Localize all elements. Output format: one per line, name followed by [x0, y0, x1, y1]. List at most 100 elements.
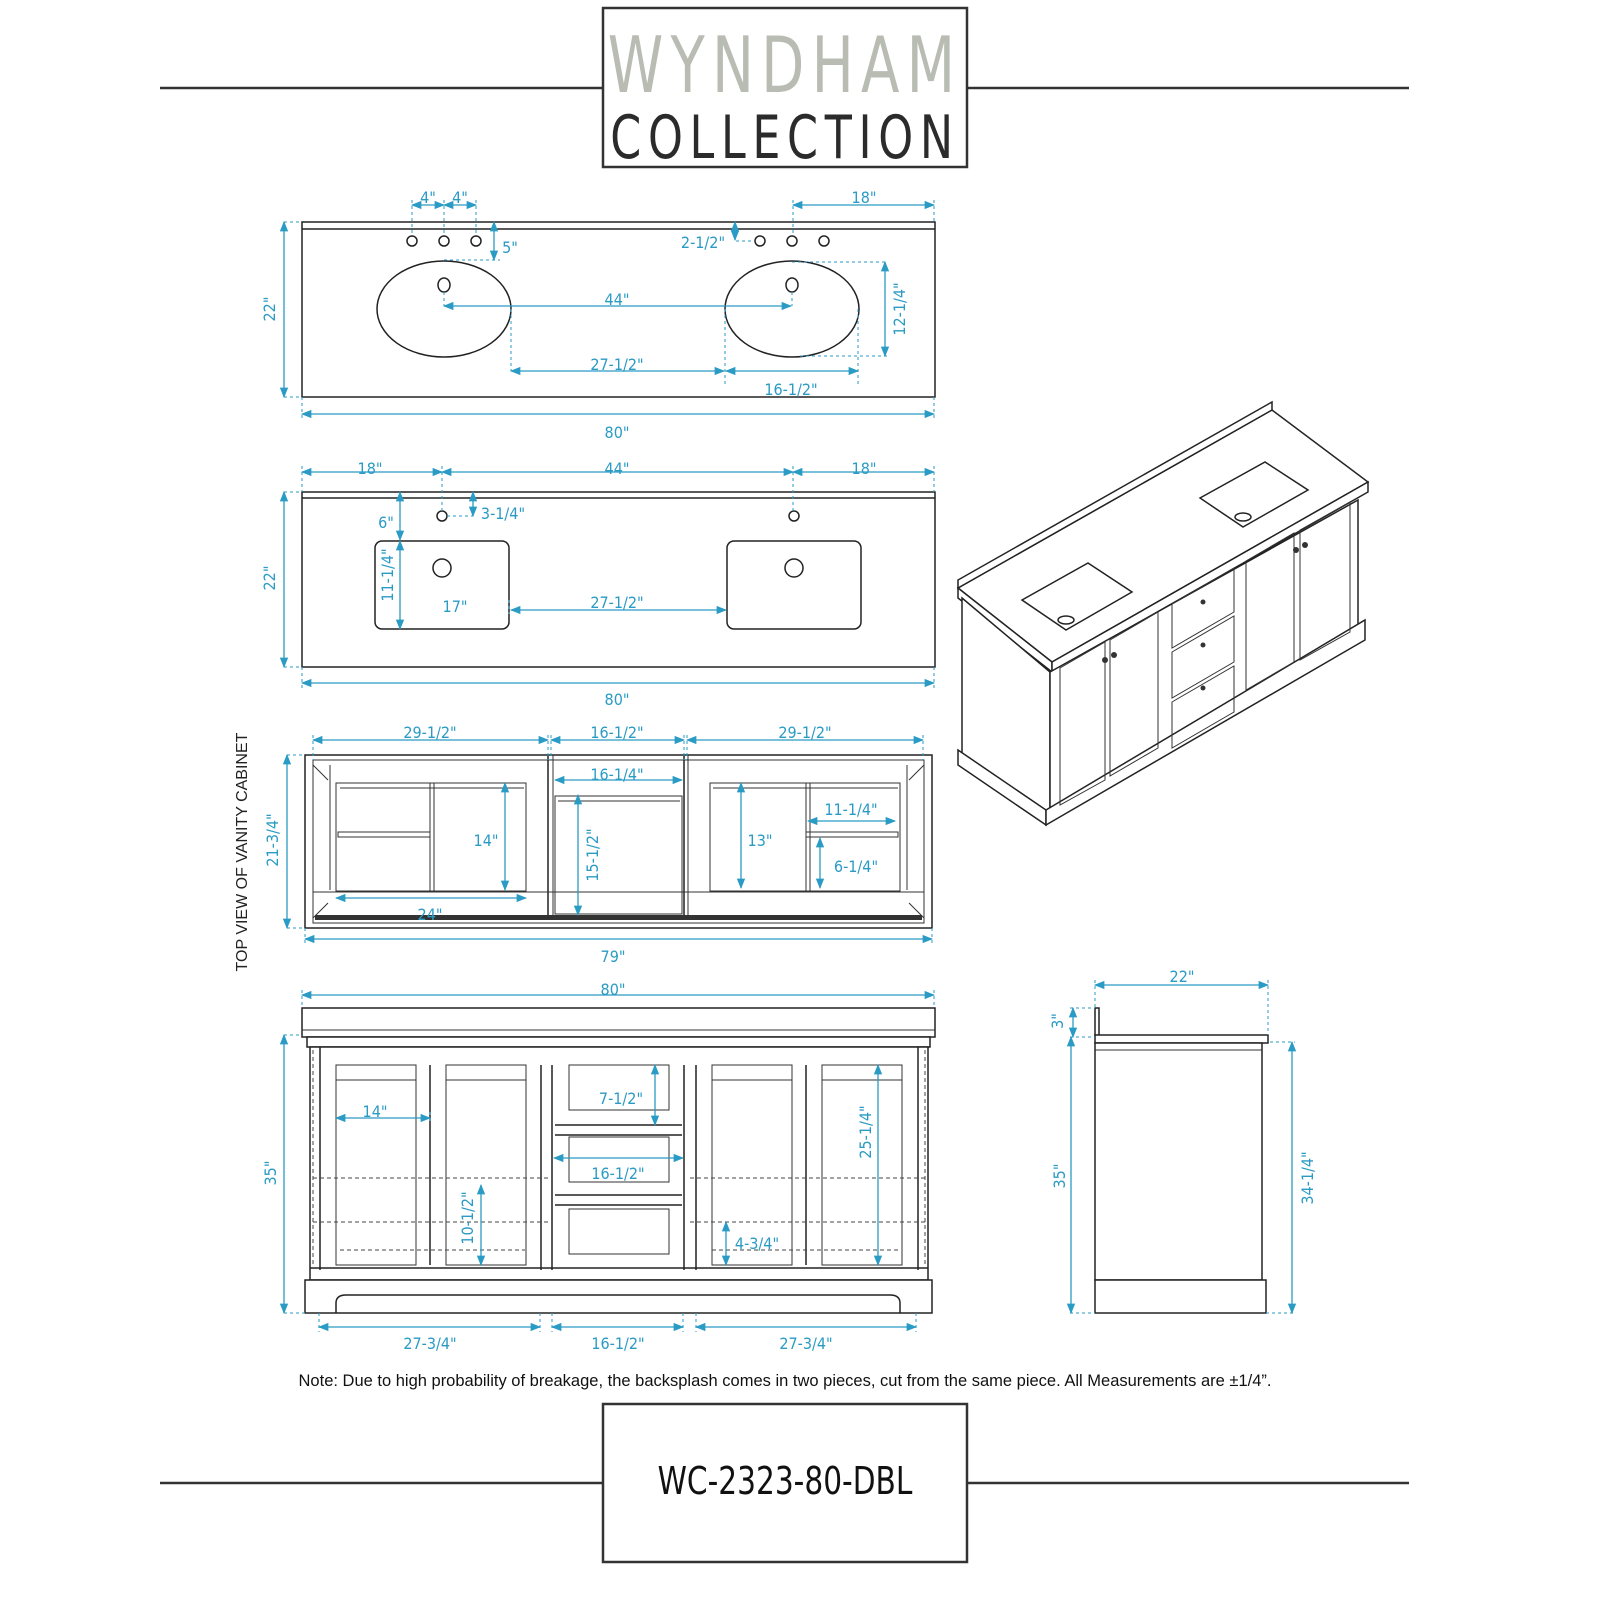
dimension-rect-top-hole-from-back: 3-1/4": [468, 490, 525, 523]
dimension-label: 3": [1048, 1013, 1067, 1029]
dimension-rect-top-sink-depth: 11-1/4": [378, 539, 405, 631]
dimension-label: 16-1/4": [590, 765, 643, 784]
dimension-label: 80": [601, 980, 626, 999]
dimension-cabinet-top-drawer-width: 16-1/4": [553, 765, 684, 785]
dimension-label: 44": [605, 459, 630, 478]
front-countertop: [301, 1007, 936, 1038]
dimension-label: 21-3/4": [263, 813, 282, 866]
dimension-rect-top-sink-from-back: 6": [378, 490, 405, 542]
dimension-label: 34-1/4": [1298, 1151, 1317, 1204]
dimension-label: 27-1/2": [590, 355, 643, 374]
dimension-label: 22": [260, 297, 279, 322]
dimension-oval-top-center-to-center: 44": [442, 290, 793, 311]
header-logo: WYNDHAM COLLECTION: [160, 6, 1409, 173]
dimension-front-drawer-height: 7-1/2": [599, 1063, 660, 1127]
dimension-front-width: 80": [300, 980, 936, 1000]
rect-sink-top-view: [284, 466, 936, 688]
dimension-oval-top-sink-width: 16-1/2": [724, 366, 860, 399]
dimension-front-right-opening: 27-3/4": [694, 1322, 918, 1353]
dimension-oval-top-right-offset: 18": [791, 188, 936, 210]
dimension-cabinet-top-drawer-depth: 15-1/2": [573, 793, 602, 917]
dimension-label: 24": [418, 905, 443, 924]
dimension-label: 80": [605, 690, 630, 709]
vanity-isometric-illustration: [956, 400, 1370, 827]
dimension-annotations: 4" 4" 18" 5" 2-1/2" 44" 12-1/4" 27-1/2" 16-1/2" 2…: [260, 188, 1317, 1353]
dimension-label: 14": [363, 1102, 388, 1121]
dimension-label: 3-1/4": [481, 504, 525, 523]
dimension-cabinet-top-shelf-depth: 6-1/4": [815, 836, 878, 890]
dimension-label: 18": [852, 188, 877, 207]
footer-model-box: WC-2323-80-DBL: [160, 1402, 1409, 1564]
dimension-label: 35": [1050, 1164, 1069, 1189]
side-label-top-view: TOP VIEW OF VANITY CABINET: [234, 732, 251, 971]
dimension-side-height: 35": [1050, 1035, 1076, 1315]
dimension-label: 2-1/2": [681, 233, 725, 252]
dimension-cabinet-top-right-section: 29-1/2": [685, 723, 925, 745]
dimension-label: 27-3/4": [779, 1334, 832, 1353]
dimension-label: 16-1/2": [764, 380, 817, 399]
dimension-rect-top-sink-width: 17": [443, 597, 468, 616]
dimension-label: 29-1/2": [778, 723, 831, 742]
dimension-label: 79": [601, 947, 626, 966]
dimension-front-center-opening: 16-1/2": [550, 1322, 685, 1353]
dimension-label: 5": [502, 238, 518, 257]
dimension-side-depth: 22": [1093, 967, 1270, 990]
dimension-rect-top-center-to-center: 44": [440, 459, 795, 478]
dimension-label: 16-1/2": [591, 1164, 644, 1183]
dimension-oval-top-width: 80": [300, 409, 936, 442]
dimension-label: 6": [378, 513, 394, 532]
dimension-front-shelf-height: 10-1/2": [458, 1183, 486, 1267]
dimension-cabinet-top-shelf-width: 11-1/4": [806, 800, 897, 826]
right-rect-sink: [726, 540, 862, 630]
dimension-label: 10-1/2": [458, 1191, 477, 1244]
model-number: WC-2323-80-DBL: [658, 1459, 913, 1504]
dimension-oval-top-hole-spacing-2: 4": [442, 188, 478, 210]
dimension-oval-top-sink-depth: 12-1/4": [880, 260, 909, 358]
logo-collection: COLLECTION: [610, 103, 959, 172]
dimension-label: 11-1/4": [378, 548, 397, 601]
dimension-label: 27-3/4": [403, 1334, 456, 1353]
dimension-label: 18": [358, 459, 383, 478]
dimension-cabinet-top-left-section: 29-1/2": [311, 723, 550, 745]
dimension-label: 16-1/2": [591, 1334, 644, 1353]
dimension-rect-top-left-offset: 18": [300, 459, 444, 478]
dimension-label: 22": [1170, 967, 1195, 986]
dimension-rect-top-width: 80": [300, 678, 936, 709]
dimension-label: 17": [443, 597, 468, 616]
dimension-label: 12-1/4": [890, 282, 909, 335]
dimension-front-opening-height: 25-1/4": [856, 1063, 883, 1267]
dimension-rect-top-depth: 22": [260, 490, 289, 669]
dimension-oval-top-faucet-from-back: 2-1/2": [681, 220, 740, 252]
iso-sink-right: [1198, 461, 1310, 528]
dimension-label: 27-1/2": [590, 593, 643, 612]
model-frame: [601, 1402, 969, 1564]
dimension-cabinet-top-center-section: 16-1/2": [549, 723, 686, 745]
dimension-cabinet-top-left-width: 24": [334, 893, 528, 924]
iso-sink-left: [1020, 562, 1134, 631]
dimension-label: 35": [261, 1161, 280, 1186]
dimension-front-drawer-width: 16-1/2": [552, 1153, 685, 1183]
dimension-oval-top-hole-spacing-1: 4": [410, 188, 446, 210]
dimension-oval-top-depth: 22": [260, 220, 289, 399]
logo-frame: [601, 6, 969, 169]
dimension-label: 16-1/2": [590, 723, 643, 742]
logo-wyndham: WYNDHAM: [608, 21, 963, 112]
dimension-label: 22": [260, 566, 279, 591]
dimension-label: 44": [605, 290, 630, 309]
dimension-front-height: 35": [261, 1033, 289, 1315]
oval-sink-top-view: [284, 200, 936, 418]
dimension-label: 4": [420, 188, 436, 207]
dimension-cabinet-top-cabinet-depth: 21-3/4": [263, 753, 292, 930]
dimension-label: 25-1/4": [856, 1105, 875, 1158]
dimension-label: 13": [748, 831, 773, 850]
dimension-cabinet-top-left-depth: 14": [474, 781, 510, 892]
breakage-note: Note: Due to high probability of breakag…: [299, 1372, 1272, 1390]
dimension-label: 6-1/4": [834, 857, 878, 876]
front-elevation-view: [284, 990, 936, 1332]
dimension-cabinet-top-right-depth: 13": [736, 781, 773, 890]
dimension-label: 18": [852, 459, 877, 478]
dimension-label: 15-1/2": [583, 828, 602, 881]
dimension-oval-top-between-sinks: 27-1/2": [509, 355, 726, 376]
dimension-label: 14": [474, 831, 499, 850]
dimension-label: 4-3/4": [735, 1234, 779, 1253]
